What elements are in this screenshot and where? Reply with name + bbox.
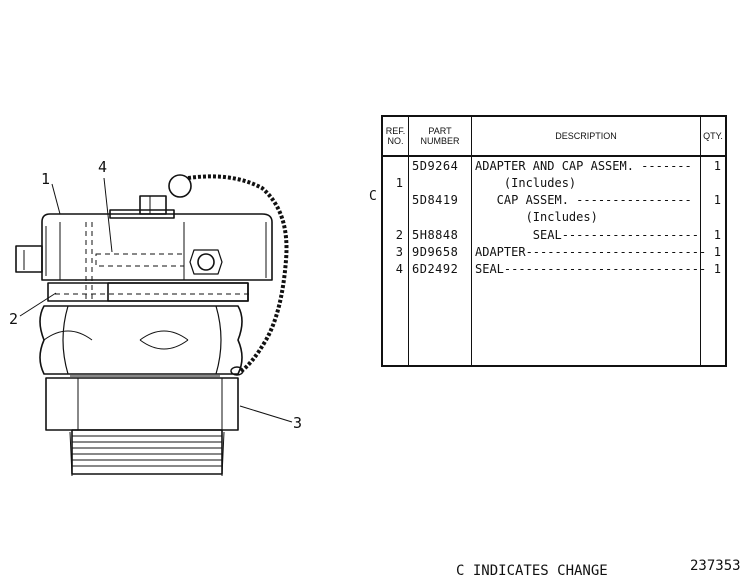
header-description: DESCRIPTION <box>472 117 700 157</box>
table-row: 5D9264 ADAPTER AND CAP ASSEM. -------1 <box>412 159 721 173</box>
callout-1: 1 <box>41 170 51 188</box>
callout-2: 2 <box>9 310 19 328</box>
header-ref-no: REF.NO. <box>383 117 408 157</box>
change-note: C INDICATES CHANGE <box>456 563 608 579</box>
callout-leaders <box>19 177 293 423</box>
table-row: (Includes) <box>475 210 598 224</box>
table-row: 5D8419 CAP ASSEM. ----------------1 <box>412 193 721 207</box>
change-marker: C <box>369 189 377 204</box>
callout-4: 4 <box>98 158 108 176</box>
illustration-number: 237353 <box>690 558 741 574</box>
header-qty: QTY. <box>701 117 725 157</box>
retaining-chain <box>187 174 289 376</box>
hex-nut <box>39 305 243 377</box>
seal-band <box>47 282 249 302</box>
internal-seal-dashes <box>55 222 250 300</box>
inner-seal <box>107 282 249 302</box>
callout-3: 3 <box>293 414 303 432</box>
adapter-threads <box>69 429 225 477</box>
cap-body <box>15 174 273 281</box>
adapter-collar <box>45 377 239 431</box>
table-row: 1 (Includes) <box>395 176 577 190</box>
